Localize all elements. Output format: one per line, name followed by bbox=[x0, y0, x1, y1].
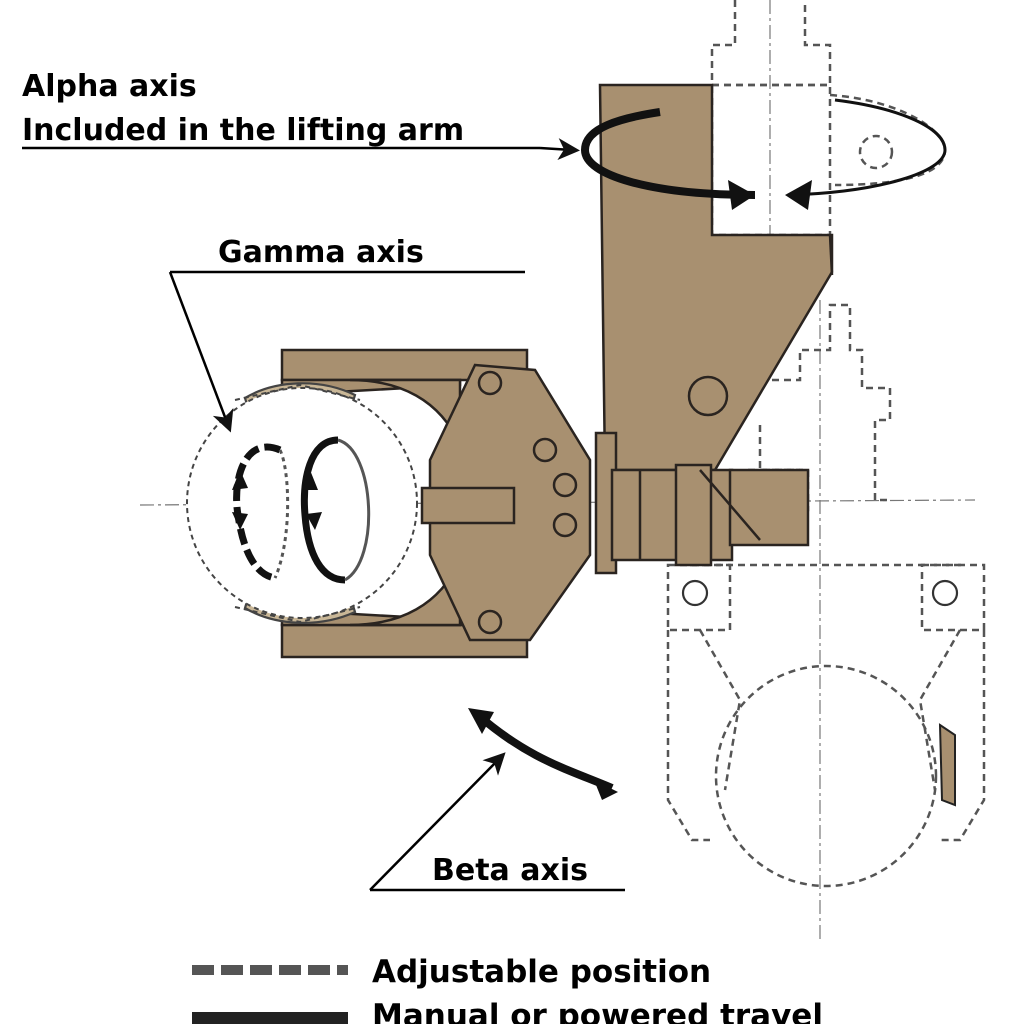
lower-pivot-right bbox=[931, 579, 959, 607]
lifting-arm-body bbox=[598, 83, 834, 472]
legend-solid-label: Manual or powered travel bbox=[372, 998, 823, 1024]
label-leaders bbox=[22, 138, 625, 892]
legend: Adjustable position Manual or powered tr… bbox=[192, 954, 823, 1024]
alpha-arrowhead-right bbox=[785, 180, 812, 210]
alpha-axis-sublabel: Included in the lifting arm bbox=[22, 113, 464, 148]
gamma-arrowhead-left bbox=[232, 470, 248, 490]
gamma-arrowhead-left-lower bbox=[232, 512, 248, 530]
beta-rotation-arc bbox=[475, 711, 614, 792]
gamma-pad-top bbox=[234, 383, 361, 401]
beta-arrowhead-start bbox=[468, 708, 494, 734]
gamma-pad-bottom bbox=[234, 606, 361, 624]
lower-adjustable-gripper bbox=[666, 563, 986, 888]
hex-clamp-plate bbox=[420, 363, 592, 642]
alpha-rotation-arrow bbox=[580, 98, 947, 199]
alpha-axis-label: Alpha axis bbox=[22, 69, 197, 104]
gamma-axis-label: Gamma axis bbox=[218, 235, 424, 270]
alpha-arrowhead-left bbox=[728, 180, 755, 210]
legend-dashed-label: Adjustable position bbox=[372, 954, 711, 990]
lower-pivot-left bbox=[681, 579, 709, 607]
beta-arrowhead-end bbox=[594, 780, 618, 800]
legend-solid-swatch bbox=[192, 1012, 348, 1024]
gamma-arrowhead-right-lower bbox=[306, 512, 322, 530]
gamma-arrowhead-right bbox=[302, 470, 318, 490]
coupling-shaft bbox=[594, 431, 810, 575]
beta-axis-label: Beta axis bbox=[432, 853, 588, 888]
lower-pad-right bbox=[938, 723, 956, 807]
